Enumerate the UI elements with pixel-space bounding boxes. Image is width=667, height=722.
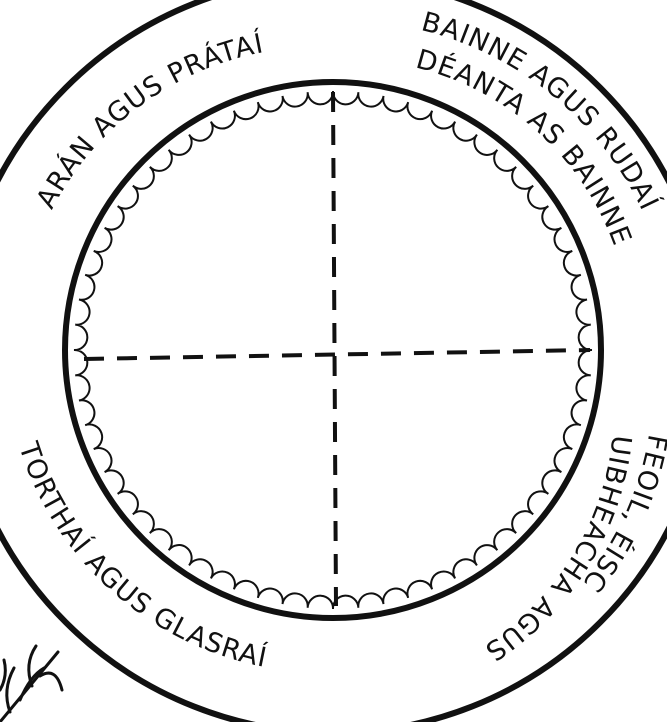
leaf-sketch-icon xyxy=(0,646,62,722)
divider-vertical xyxy=(333,92,336,606)
section-label-fruit-veg: TORTHAÍ AGUS GLASRAÍ xyxy=(12,438,270,674)
divider-horizontal xyxy=(84,350,590,359)
